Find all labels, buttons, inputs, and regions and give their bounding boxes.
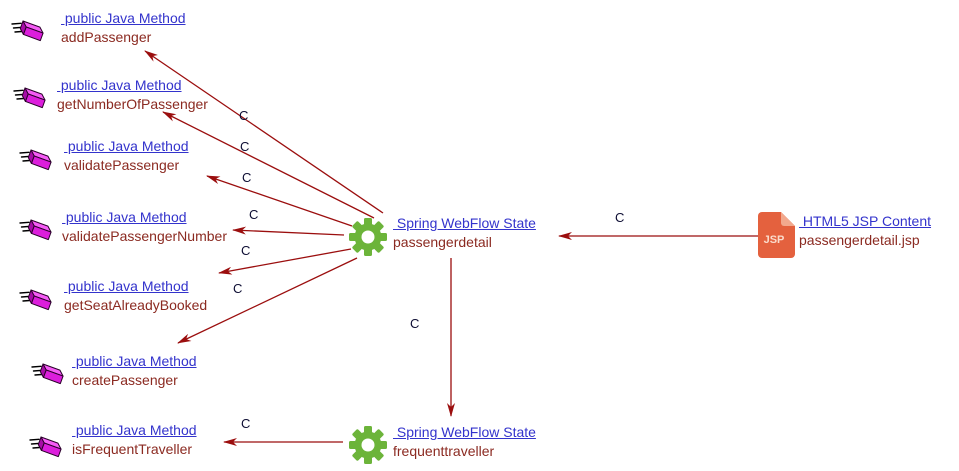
webflow-state-name: passengerdetail	[393, 234, 492, 250]
webflow-state-labels: Spring WebFlow State frequenttraveller	[393, 424, 536, 459]
edge-passengerdetail-to-validatePassengerNumber	[232, 226, 345, 236]
java-method-type-link[interactable]: public Java Method	[64, 278, 189, 294]
java-method-labels: public Java Method validatePassengerNumb…	[62, 209, 227, 244]
java-method-type-link[interactable]: public Java Method	[61, 10, 186, 26]
webflow-state-type-link[interactable]: Spring WebFlow State	[393, 424, 536, 440]
java-method-name: createPassenger	[72, 372, 178, 388]
edge-label-passengerdetail-to-validatePassenger: C	[242, 170, 251, 185]
jsp-content-labels: HTML5 JSP Content passengerdetail.jsp	[799, 213, 931, 248]
webflow-state-name: frequenttraveller	[393, 443, 495, 459]
java-method-labels: public Java Method addPassenger	[61, 10, 186, 45]
java-method-type-link[interactable]: public Java Method	[72, 422, 197, 438]
edge-label-passengerdetail-to-getSeatAlreadyBooked: C	[241, 243, 250, 258]
java-method-name: addPassenger	[61, 29, 152, 45]
java-method-name: validatePassengerNumber	[62, 228, 227, 244]
svg-text:JSP: JSP	[764, 234, 785, 246]
gear-icon	[348, 425, 388, 465]
edge-label-passengerdetail-to-validatePassengerNumber: C	[249, 207, 258, 222]
edge-passengerdetail-to-createPassenger	[177, 257, 358, 344]
webflow-state-type-link[interactable]: Spring WebFlow State	[393, 215, 536, 231]
jsp-file-icon: JSP	[756, 211, 796, 259]
java-method-icon	[28, 429, 66, 459]
edge-label-passengerdetail-to-frequenttraveller: C	[410, 316, 419, 331]
java-method-icon	[18, 142, 56, 172]
edge-label-passengerdetail-to-getNumberOfPassenger: C	[240, 139, 249, 154]
java-method-icon	[30, 356, 68, 386]
java-method-labels: public Java Method isFrequentTraveller	[72, 422, 197, 457]
java-method-name: validatePassenger	[64, 157, 180, 173]
java-method-labels: public Java Method getSeatAlreadyBooked	[64, 278, 207, 313]
edge-passengerdetail-to-getSeatAlreadyBooked	[218, 248, 352, 275]
java-method-name: isFrequentTraveller	[72, 441, 193, 457]
java-method-icon	[10, 13, 48, 43]
java-method-type-link[interactable]: public Java Method	[72, 353, 197, 369]
java-method-type-link[interactable]: public Java Method	[57, 77, 182, 93]
edge-label-frequenttraveller-to-isFrequentTraveller: C	[241, 416, 250, 431]
java-method-labels: public Java Method createPassenger	[72, 353, 197, 388]
edge-passengerdetail-to-getNumberOfPassenger	[162, 111, 375, 219]
jsp-content-type-link[interactable]: HTML5 JSP Content	[799, 213, 932, 229]
edge-label-passengerdetail-to-createPassenger: C	[233, 281, 242, 296]
java-method-icon	[18, 212, 56, 242]
jsp-content-name: passengerdetail.jsp	[799, 232, 920, 248]
java-method-name: getSeatAlreadyBooked	[64, 297, 208, 313]
java-method-type-link[interactable]: public Java Method	[62, 209, 187, 225]
java-method-name: getNumberOfPassenger	[57, 96, 208, 112]
webflow-state-labels: Spring WebFlow State passengerdetail	[393, 215, 536, 250]
java-method-type-link[interactable]: public Java Method	[64, 138, 189, 154]
edge-passengerdetail-to-addPassenger	[144, 50, 384, 214]
edge-label-passengerdetail-to-addPassenger: C	[239, 108, 248, 123]
java-method-labels: public Java Method getNumberOfPassenger	[57, 77, 208, 112]
java-method-icon	[18, 282, 56, 312]
java-method-icon	[12, 80, 50, 110]
edge-label-passengerdetailjsp-to-passengerdetail: C	[615, 210, 624, 225]
java-method-labels: public Java Method validatePassenger	[64, 138, 189, 173]
edge-passengerdetail-to-validatePassenger	[206, 175, 353, 227]
gear-icon	[348, 217, 388, 257]
